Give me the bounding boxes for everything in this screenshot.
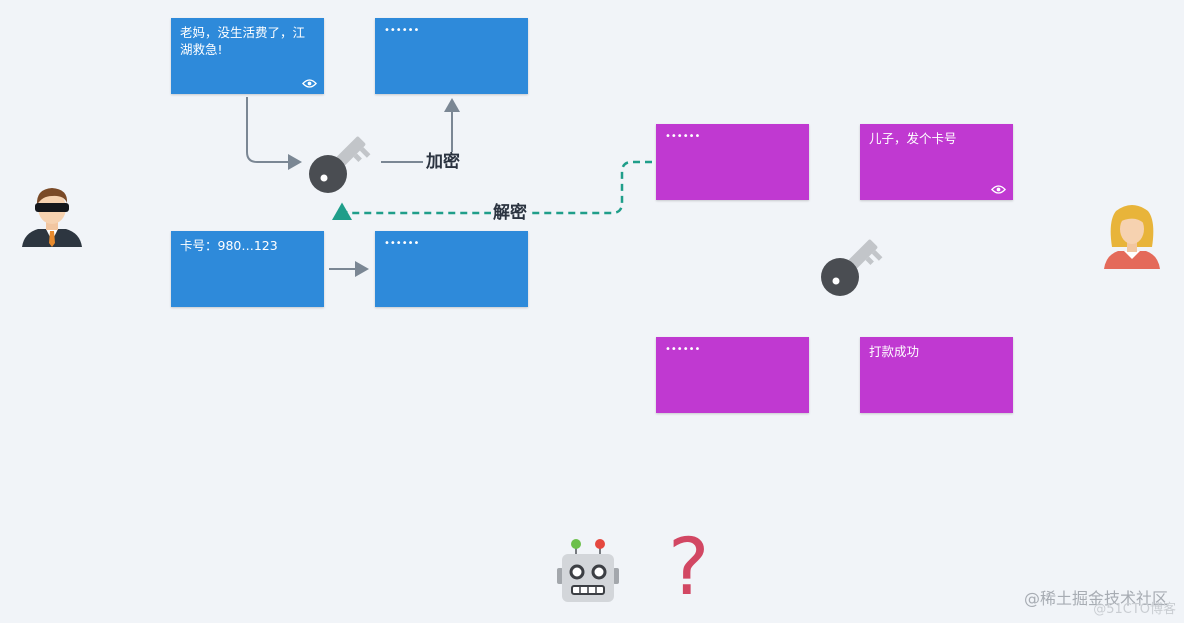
decrypt-label: 解密 bbox=[491, 203, 529, 223]
card-number-text: 卡号：980…123 bbox=[180, 238, 278, 253]
arrow-plaintext-to-key bbox=[246, 97, 302, 170]
key-icon bbox=[309, 136, 371, 193]
card-number-card: 卡号：980…123 bbox=[171, 231, 324, 307]
key-icon bbox=[821, 239, 883, 296]
eye-icon bbox=[302, 79, 317, 88]
arrow-decrypt-dashed bbox=[332, 160, 652, 221]
watermark-secondary: @51CTO博客 bbox=[1093, 602, 1176, 617]
eye-icon bbox=[991, 185, 1006, 194]
man-avatar-icon bbox=[22, 188, 82, 247]
ciphertext-mask: •••••• bbox=[665, 344, 701, 355]
purple-plaintext-card-top: 儿子，发个卡号 bbox=[860, 124, 1013, 200]
woman-avatar-icon bbox=[1104, 205, 1160, 269]
ciphertext-card-top: •••••• bbox=[375, 18, 528, 94]
purple-plaintext-text: 儿子，发个卡号 bbox=[869, 131, 957, 146]
ciphertext-mask: •••••• bbox=[384, 238, 420, 249]
encrypt-label: 加密 bbox=[424, 152, 462, 172]
purple-plaintext-text: 打款成功 bbox=[869, 344, 920, 359]
ciphertext-mask: •••••• bbox=[384, 25, 420, 36]
purple-ciphertext-card-bottom: •••••• bbox=[656, 337, 809, 413]
purple-ciphertext-card-top: •••••• bbox=[656, 124, 809, 200]
ciphertext-mask: •••••• bbox=[665, 131, 701, 142]
plaintext-message-card: 老妈，没生活费了，江湖救急! bbox=[171, 18, 324, 94]
watermark-main: @稀土掘金技术社区 bbox=[1023, 589, 1168, 608]
question-mark: ? bbox=[668, 523, 710, 613]
robot-icon bbox=[557, 539, 619, 602]
purple-plaintext-card-bottom: 打款成功 bbox=[860, 337, 1013, 413]
ciphertext-card-bottom: •••••• bbox=[375, 231, 528, 307]
plaintext-message-text: 老妈，没生活费了，江湖救急! bbox=[180, 25, 306, 57]
